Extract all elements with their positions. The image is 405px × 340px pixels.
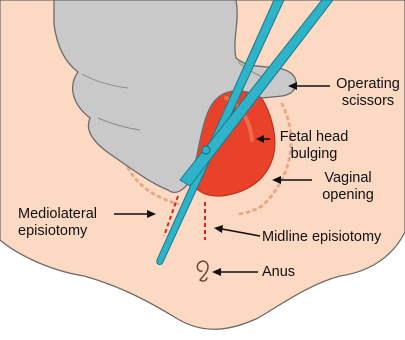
label-operating-scissors-line2: scissors — [332, 93, 404, 110]
label-vaginal-opening-line2: opening — [314, 187, 382, 204]
label-operating-scissors-line1: Operating — [332, 76, 404, 93]
label-mediolateral-episiotomy: Mediolateral episiotomy — [18, 206, 97, 240]
label-midline-episiotomy: Midline episiotomy — [262, 229, 381, 246]
label-fetal-head-line2: bulging — [272, 146, 356, 163]
label-vaginal-opening: Vaginal opening — [314, 170, 382, 204]
label-operating-scissors: Operating scissors — [332, 76, 404, 110]
label-fetal-head-bulging: Fetal head bulging — [272, 129, 356, 163]
label-anus: Anus — [262, 264, 295, 281]
label-fetal-head-line1: Fetal head — [272, 129, 356, 146]
label-mediolateral-line2: episiotomy — [18, 223, 97, 240]
label-mediolateral-line1: Mediolateral — [18, 206, 97, 223]
scissors-pivot — [202, 146, 210, 154]
label-vaginal-opening-line1: Vaginal — [314, 170, 382, 187]
